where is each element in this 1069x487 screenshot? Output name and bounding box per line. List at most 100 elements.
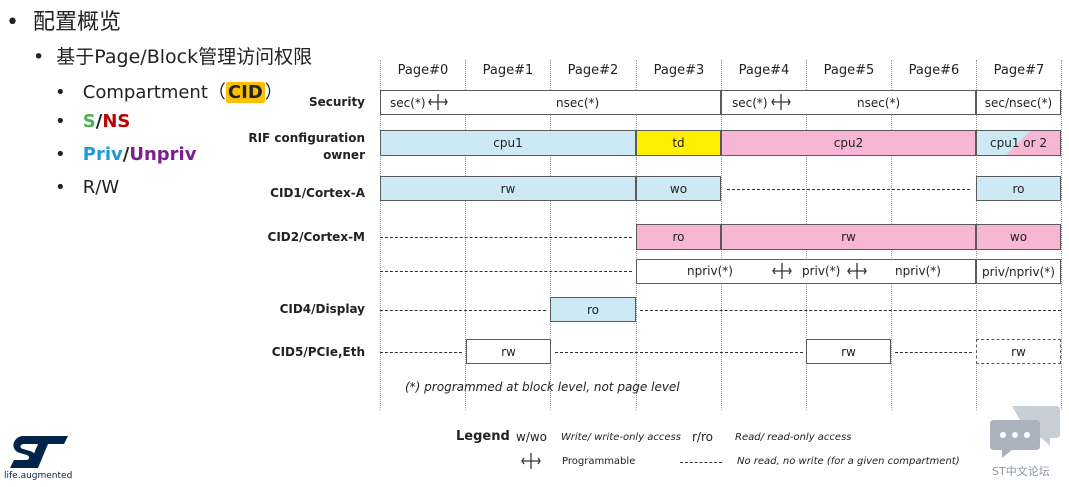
cid5-no-access-line-b xyxy=(555,352,803,353)
security-block-7: sec/nsec(*) xyxy=(976,90,1061,115)
bullet-rw: • R/W xyxy=(55,177,120,198)
sec-4-label: sec(*) xyxy=(732,96,768,110)
legend-wwo: w/wo xyxy=(516,430,548,444)
st-logo-tagline: life.augmented xyxy=(4,471,73,481)
page-header-3: Page#3 xyxy=(653,63,705,78)
cid5-no-access-line-c xyxy=(895,352,972,353)
page-header-2: Page#2 xyxy=(567,63,619,78)
row-label-cid2: CID2/Cortex-M xyxy=(267,230,365,244)
programmable-icon xyxy=(771,94,791,110)
cid1-ro-label: ro xyxy=(1012,181,1025,196)
npriv-a-label: npriv(*) xyxy=(687,264,733,278)
legend-rro: r/ro xyxy=(692,430,713,444)
cid2-ro-label: ro xyxy=(672,230,685,244)
priv-text: Priv xyxy=(82,144,123,165)
priv-npriv-label: priv/npriv(*) xyxy=(982,264,1055,279)
programmable-icon xyxy=(847,263,867,279)
cid5-no-access-line-a xyxy=(380,352,462,353)
cid2-rw-label: rw xyxy=(841,230,856,244)
cid4-no-access-line-right xyxy=(640,310,1061,311)
owner-cpu2-label: cpu2 xyxy=(833,136,864,150)
bullet-sns: • S/NS xyxy=(55,111,131,132)
cid1-rw: rw xyxy=(380,176,636,201)
page-header-7: Page#7 xyxy=(993,63,1045,78)
owner-td: td xyxy=(636,130,721,156)
legend-prog-desc: Programmable xyxy=(562,456,636,467)
page-header-5: Page#5 xyxy=(823,63,875,78)
cid4-ro: ro xyxy=(550,297,636,322)
page-divider xyxy=(550,60,551,410)
legend-title: Legend xyxy=(456,429,510,444)
compartment-close: ） xyxy=(264,82,283,103)
cid2-wo-label: wo xyxy=(1009,230,1028,244)
watermark-text: ST中文论坛 xyxy=(992,465,1050,478)
sec-nsec-7-label: sec/nsec(*) xyxy=(984,95,1053,110)
compartment-text: Compartment（ xyxy=(82,82,226,103)
programmable-icon xyxy=(772,263,792,279)
row-label-cid1: CID1/Cortex-A xyxy=(270,186,365,200)
owner-td-label: td xyxy=(672,136,685,150)
cid5-rw-page7: rw xyxy=(976,339,1061,364)
footnote: (*) programmed at block level, not page … xyxy=(405,380,680,394)
page-header-4: Page#4 xyxy=(738,63,790,78)
owner-cpu1-or-2-label: cpu1 or 2 xyxy=(990,136,1047,150)
priv-block-3-6: npriv(*) priv(*) npriv(*) xyxy=(636,259,976,284)
priv-block-7: priv/npriv(*) xyxy=(976,259,1061,284)
cid1-ro: ro xyxy=(976,176,1061,201)
sns-slash: / xyxy=(95,111,103,132)
page-header-1: Page#1 xyxy=(482,63,534,78)
legend-programmable-icon xyxy=(521,453,541,469)
cid2-rw: rw xyxy=(721,224,976,250)
page-header-0: Page#0 xyxy=(397,63,449,78)
cid1-wo: wo xyxy=(636,176,721,201)
bullet-title: • 配置概览 xyxy=(6,10,121,35)
priv-slash: / xyxy=(122,144,130,165)
title-text: 配置概览 xyxy=(32,10,121,35)
npriv-c-label: npriv(*) xyxy=(895,264,941,278)
page-divider xyxy=(1061,60,1062,410)
cid4-ro-label: ro xyxy=(586,302,599,317)
page-header-6: Page#6 xyxy=(908,63,960,78)
legend-dash-desc: No read, no write (for a given compartme… xyxy=(737,456,960,467)
page-divider xyxy=(380,60,381,410)
s-text: S xyxy=(82,111,96,132)
row-label-rif-2: owner xyxy=(323,148,365,162)
legend-wwo-desc: Write/ write-only access xyxy=(561,432,681,443)
chat-bubble-icon xyxy=(990,406,1060,458)
legend-dash-line xyxy=(680,462,722,463)
owner-cpu1: cpu1 xyxy=(380,130,636,156)
legend-rro-desc: Read/ read-only access xyxy=(735,432,852,443)
ns-text: NS xyxy=(102,111,131,132)
cid1-no-access-line xyxy=(727,189,970,190)
row-label-cid4: CID4/Display xyxy=(279,302,365,316)
bullet-sub: • 基于Page/Block管理访问权限 xyxy=(33,46,313,68)
nsec-4-6-label: nsec(*) xyxy=(857,96,901,110)
nsec-0-3-label: nsec(*) xyxy=(556,96,600,110)
cid5-rw-page5: rw xyxy=(806,339,891,364)
cid1-wo-label: wo xyxy=(669,181,688,196)
bullet-priv: • Priv/Unpriv xyxy=(55,144,197,165)
row-label-security: Security xyxy=(308,95,365,109)
row-label-rif-1: RIF configuration xyxy=(248,131,365,145)
sec-0-label: sec(*) xyxy=(390,96,426,110)
bullet-compartment: • Compartment（CID） xyxy=(55,82,283,103)
st-logo xyxy=(10,436,68,468)
priv-no-access-line xyxy=(380,271,632,272)
cid5-rw-page1-label: rw xyxy=(501,344,516,359)
owner-cpu2: cpu2 xyxy=(721,130,976,156)
unpriv-text: Unpriv xyxy=(129,144,197,165)
cid2-ro: ro xyxy=(636,224,721,250)
cid4-no-access-line-left xyxy=(380,310,546,311)
cid2-wo: wo xyxy=(976,224,1061,250)
programmable-icon xyxy=(428,94,448,110)
rw-text: R/W xyxy=(82,177,120,198)
cid5-rw-page7-label: rw xyxy=(1011,344,1026,359)
cid5-rw-page1: rw xyxy=(466,339,551,364)
owner-cpu1-label: cpu1 xyxy=(493,136,523,150)
cid1-rw-label: rw xyxy=(500,181,516,196)
page-divider xyxy=(465,60,466,410)
owner-cpu1-or-2: cpu1 or 2 xyxy=(976,130,1061,156)
cid2-no-access-line xyxy=(380,237,632,238)
row-label-cid5: CID5/PCIe,Eth xyxy=(271,345,365,359)
priv-b-label: priv(*) xyxy=(802,264,841,278)
